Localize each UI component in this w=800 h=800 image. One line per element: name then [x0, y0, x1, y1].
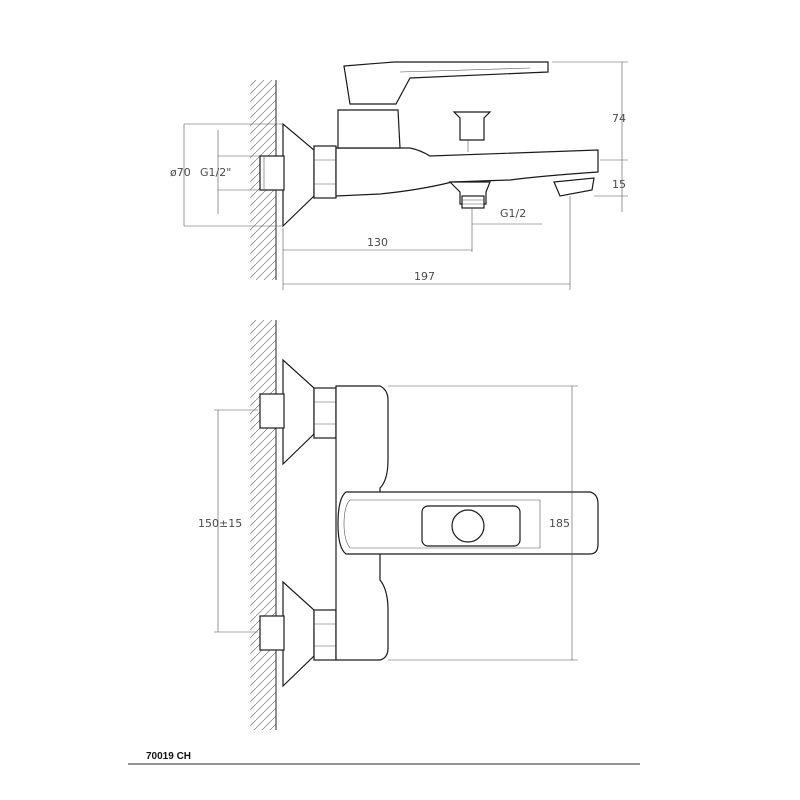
- hex-nut-side: [313, 145, 337, 199]
- lever-button: [451, 509, 485, 543]
- dim-inlet-thread-label: G1/2": [200, 166, 231, 179]
- aerator-side: [553, 177, 595, 197]
- wall-hatch-front: [250, 320, 276, 730]
- mixer-body-side: [335, 147, 599, 197]
- dim-diameter-label: ø70: [170, 166, 191, 179]
- cartridge-housing: [337, 109, 401, 149]
- hex-nut-lower: [313, 609, 337, 661]
- inlet-pipe-upper: [259, 393, 285, 429]
- side-view: ø70 G1/2" 74 15 G1/2 130 197: [170, 61, 628, 290]
- hex-nut-upper: [313, 387, 337, 439]
- escutcheon-lower: [282, 580, 315, 688]
- model-code: 70019 CH: [146, 751, 191, 762]
- shower-thread: [461, 195, 485, 209]
- inlet-pipe-side: [259, 155, 285, 191]
- lever-side: [343, 61, 549, 105]
- dim-width-label: 185: [549, 517, 570, 530]
- inlet-pipe-lower: [259, 615, 285, 651]
- dim-outlet-thread-label: G1/2: [500, 207, 526, 220]
- diverter-knob: [452, 111, 492, 141]
- escutcheon-side: [282, 122, 315, 228]
- escutcheon-upper: [282, 358, 315, 466]
- front-view: 150±15 185: [198, 320, 599, 730]
- dim-height-bottom-label: 15: [612, 178, 626, 191]
- dim-center-distance-label: 150±15: [198, 517, 242, 530]
- dim-height-top-label: 74: [612, 112, 626, 125]
- dim-total-depth-label: 197: [414, 270, 435, 283]
- dim-spout-depth-label: 130: [367, 236, 388, 249]
